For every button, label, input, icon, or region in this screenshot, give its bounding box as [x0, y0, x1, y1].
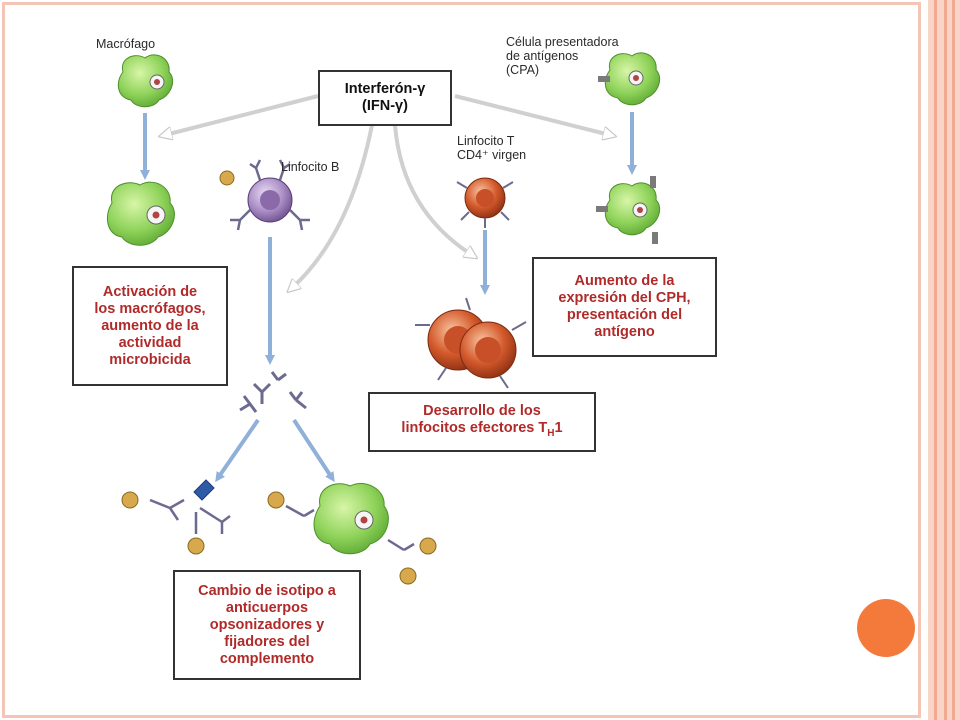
th1-effector-cells: [415, 297, 527, 389]
complement-complex: [121, 479, 231, 555]
arrow-antibody-right: [292, 418, 335, 483]
mhc-expression-box: Aumento de la expresión del CPH, present…: [532, 257, 717, 357]
macrophage-label: Macrófago: [96, 37, 156, 51]
mhc-receptor: [652, 232, 658, 244]
t-cell-label: Linfocito T CD4⁺ virgen: [457, 134, 527, 162]
t-cell: [456, 177, 514, 228]
b-cell: [230, 159, 310, 231]
antigen: [187, 537, 205, 555]
th1-subscript: H: [547, 427, 555, 439]
slide-border-right: [918, 2, 921, 718]
apc-mhc-cell: [596, 176, 661, 244]
mhc-receptor: [650, 176, 656, 188]
ifn-gamma-title: Interferón-γ: [344, 81, 426, 97]
accent-circle: [857, 599, 915, 657]
slide-border-bottom: [2, 715, 920, 718]
opsonizing-antibodies: [285, 504, 415, 552]
ifn-gamma-box: Interferón-γ (IFN-γ): [318, 70, 452, 126]
apc-cell: [598, 52, 661, 106]
arrow-ifn-to-macrophage: [165, 94, 319, 135]
arrow-ifn-to-b-cell: [292, 124, 374, 288]
slide-border-left: [2, 2, 5, 718]
ifn-gamma-abbrev: (IFN-γ): [362, 98, 408, 114]
slide-side-line-1: [934, 0, 937, 720]
antigen: [399, 567, 417, 585]
antigen: [121, 491, 139, 509]
th1-development-box: Desarrollo de los linfocitos efectores T…: [368, 392, 596, 452]
slide-side-line-3: [952, 0, 955, 720]
mhc-receptor: [596, 206, 608, 212]
antigen: [219, 170, 235, 186]
b-cell-label: Linfocito B: [281, 160, 340, 174]
macrophage-activation-box: Activación de los macrófagos, aumento de…: [72, 266, 228, 386]
macrophage-cell: [117, 54, 174, 108]
arrow-ifn-to-t-cell: [393, 124, 472, 255]
opsonized-macrophage: [313, 483, 389, 555]
blue-arrows: [140, 112, 637, 483]
slide-border-top: [2, 2, 920, 5]
slide-side-line-2: [944, 0, 947, 720]
isotype-switch-box: Cambio de isotipo a anticuerpos opsoniza…: [173, 570, 361, 680]
arrow-antibody-left: [215, 418, 260, 483]
antibodies: [239, 371, 307, 413]
antigen: [267, 491, 285, 509]
th1-cell: [459, 321, 517, 379]
th1-text: Desarrollo de los linfocitos efectores T: [401, 402, 548, 436]
activated-macrophage-cell: [106, 181, 175, 246]
arrow-ifn-to-apc: [454, 94, 610, 135]
th1-suffix: 1: [554, 419, 563, 436]
antigen: [419, 537, 437, 555]
ifn-arrows: [165, 94, 610, 288]
apc-label: Célula presentadora de antígenos (CPA): [506, 35, 619, 77]
mhc-receptor: [598, 76, 610, 82]
